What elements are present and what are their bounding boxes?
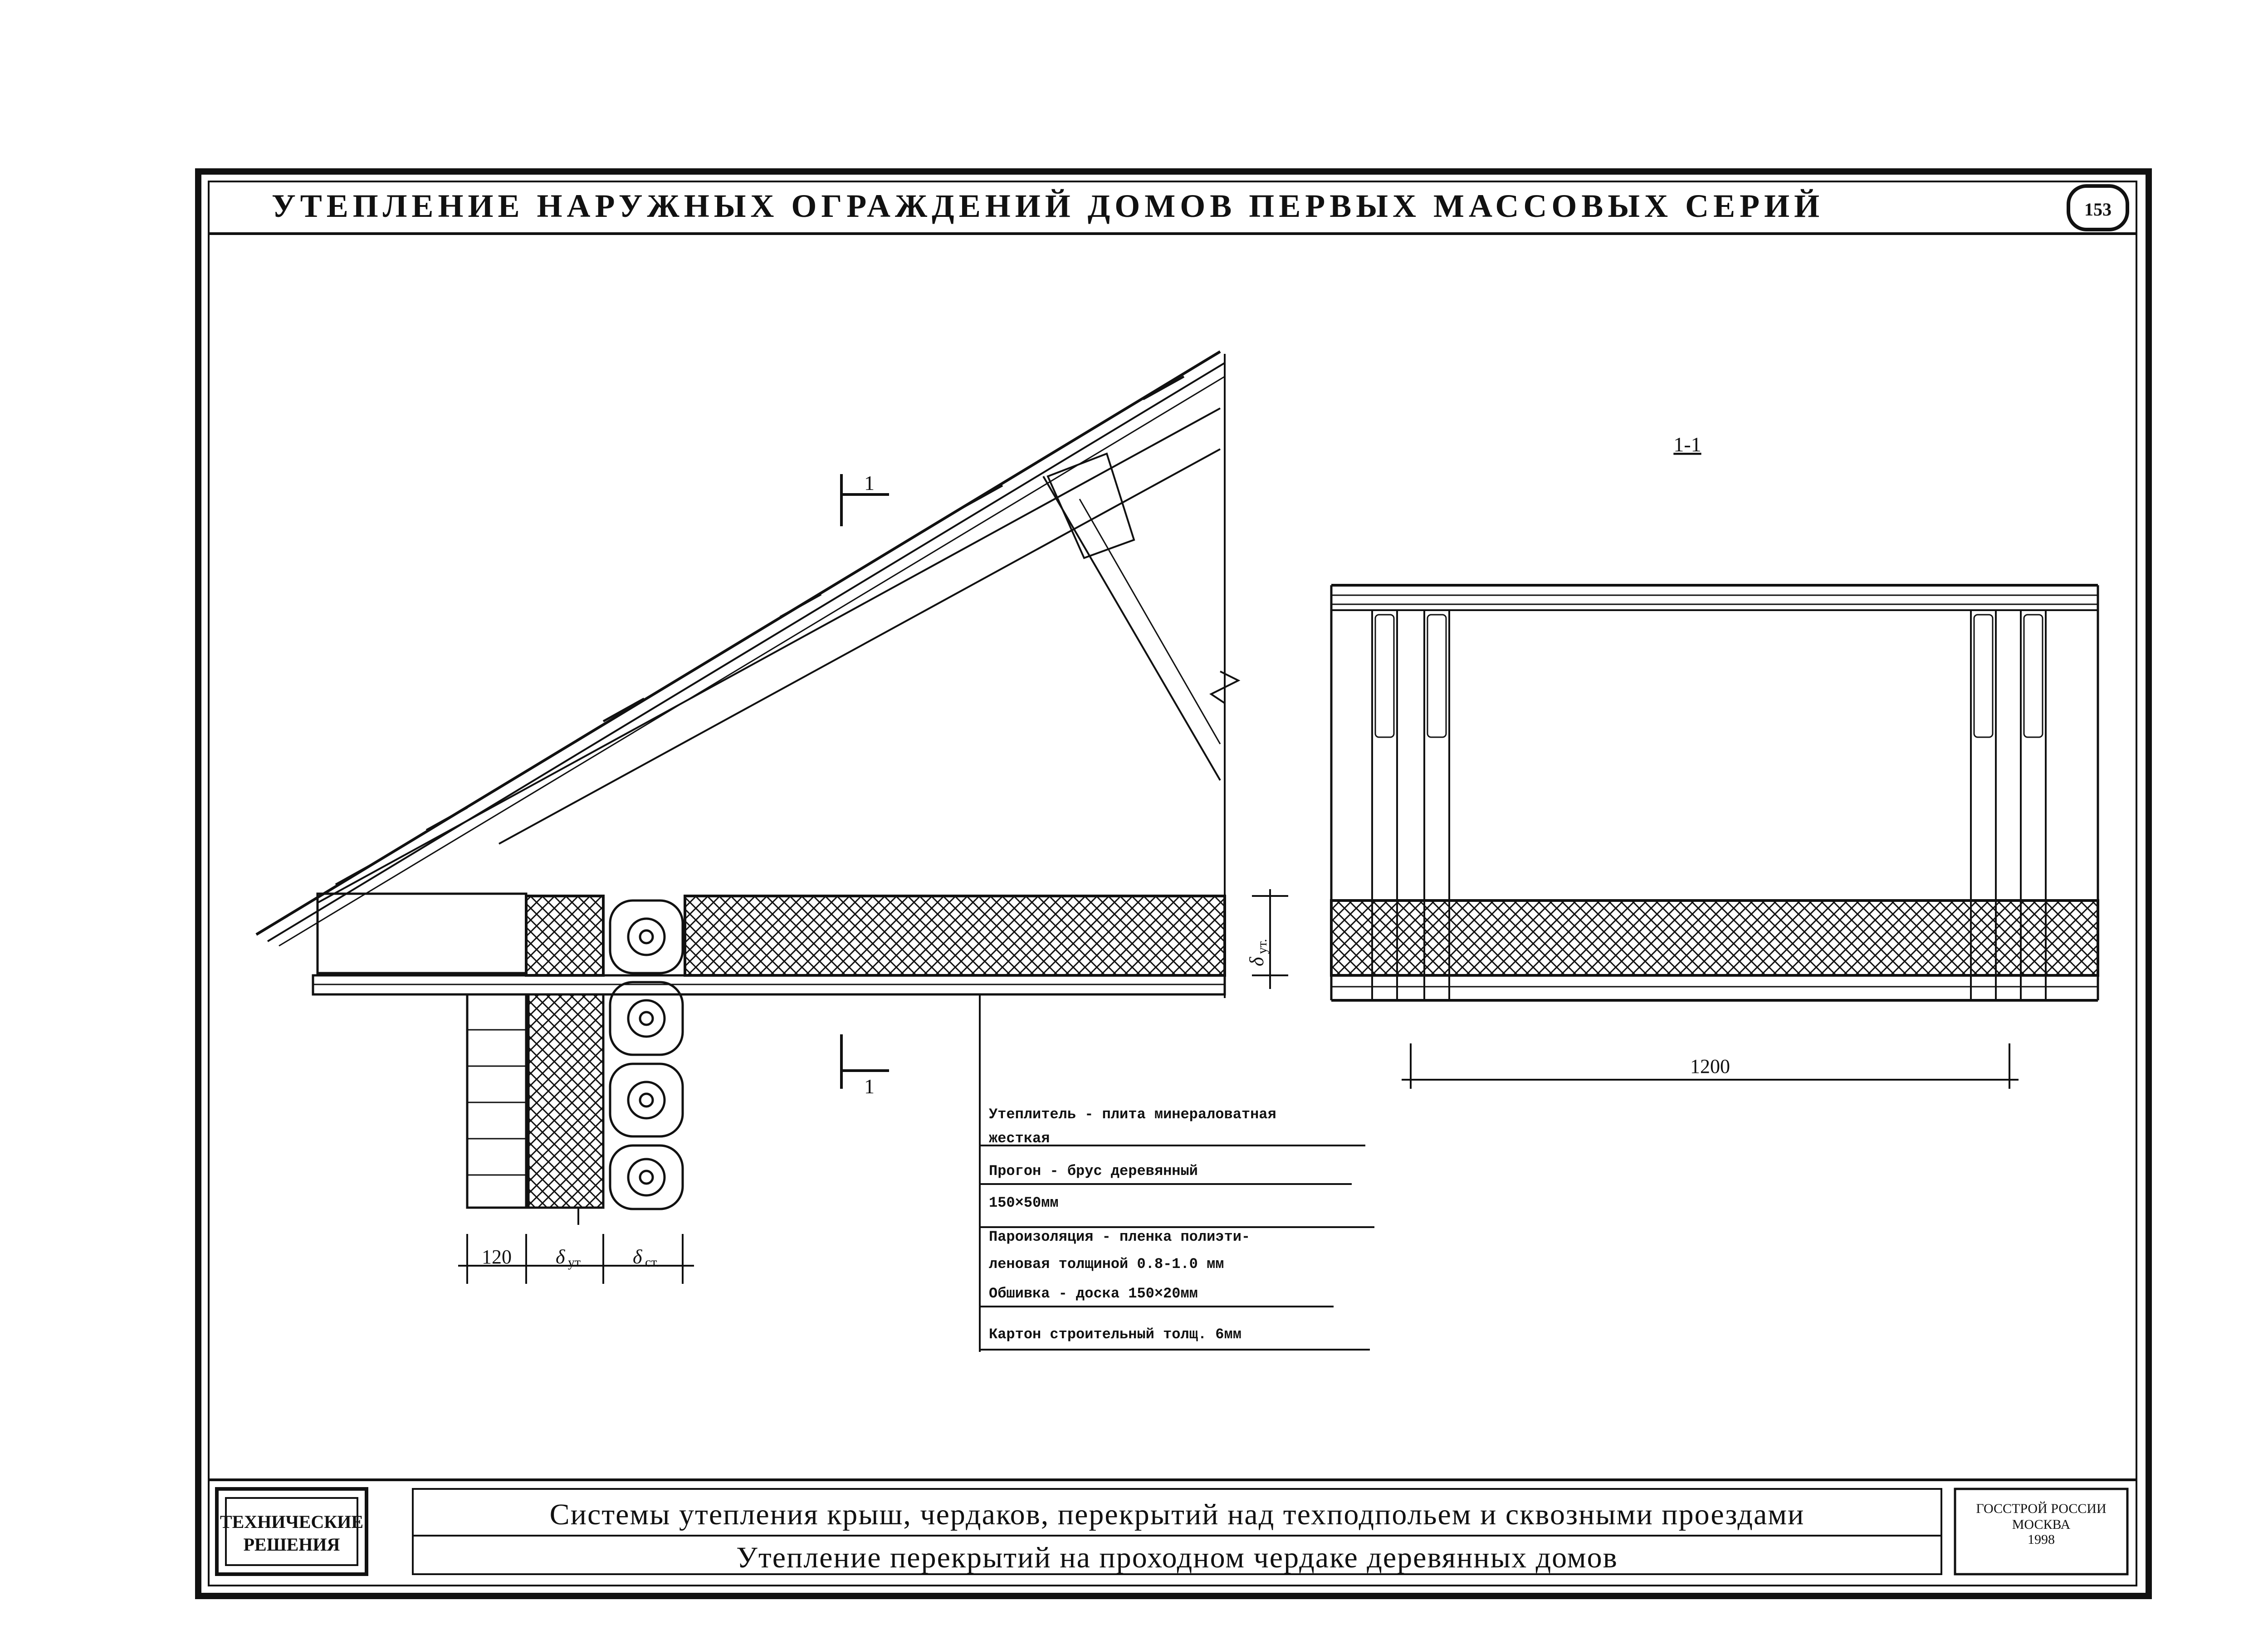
legend-line-5: Пароизоляция - пленка полиэти- bbox=[989, 1229, 1250, 1245]
section-1-1 bbox=[1330, 584, 2099, 1089]
delta-subscript: ут. bbox=[568, 1255, 583, 1270]
roof-detail bbox=[255, 350, 1288, 1352]
dimension-1200: 1200 bbox=[1690, 1055, 1730, 1077]
cut-mark-bottom: 1 bbox=[864, 1075, 875, 1098]
dimension-120: 120 bbox=[482, 1246, 512, 1268]
footer-subtitle-2: Утепление перекрытий на проходном чердак… bbox=[736, 1541, 1618, 1574]
legend-line-2: жесткая bbox=[989, 1130, 1050, 1147]
legend-line-8: Картон строительный толщ. 6мм bbox=[989, 1326, 1242, 1343]
delta-subscript: ст. bbox=[645, 1255, 660, 1270]
legend bbox=[980, 1145, 1374, 1351]
tech-box-line-2: РЕШЕНИЯ bbox=[244, 1534, 340, 1555]
sheet-title: УТЕПЛЕНИЕ НАРУЖНЫХ ОГРАЖДЕНИЙ ДОМОВ ПЕРВ… bbox=[272, 188, 1824, 224]
legend-line-1: Утеплитель - плита минераловатная bbox=[989, 1106, 1276, 1123]
page-number-badge: 153 bbox=[2067, 184, 2129, 231]
delta-subscript: ут. bbox=[1255, 939, 1270, 954]
legend-line-7: Обшивка - доска 150×20мм bbox=[989, 1285, 1198, 1302]
dimension-delta-insulation: δ ут. bbox=[556, 1246, 583, 1270]
delta-symbol: δ bbox=[556, 1246, 566, 1268]
footer-subtitle-1: Системы утепления крыш, чердаков, перекр… bbox=[550, 1498, 1805, 1531]
tech-box-line-1: ТЕХНИЧЕСКИЕ bbox=[220, 1512, 363, 1532]
legend-line-4: 150×50мм bbox=[989, 1194, 1059, 1211]
section-title: 1-1 bbox=[1673, 433, 1701, 456]
page-number: 153 bbox=[2084, 199, 2112, 220]
legend-line-3: Прогон - брус деревянный bbox=[989, 1163, 1198, 1180]
org-line-1: ГОССТРОЙ РОССИИ bbox=[1976, 1501, 2106, 1516]
delta-symbol: δ bbox=[633, 1246, 643, 1268]
title-block bbox=[215, 1487, 2129, 1576]
legend-line-6: леновая толщиной 0.8-1.0 мм bbox=[989, 1256, 1224, 1273]
dimension-delta-slab: δ ут. bbox=[1246, 939, 1270, 966]
org-line-2: МОСКВА bbox=[2012, 1517, 2071, 1532]
org-line-3: 1998 bbox=[2028, 1532, 2055, 1547]
dimension-delta-wall: δ ст. bbox=[633, 1246, 660, 1270]
delta-symbol: δ bbox=[1246, 956, 1268, 966]
sheet-frame bbox=[195, 168, 2152, 1599]
cut-mark-top: 1 bbox=[864, 471, 875, 494]
